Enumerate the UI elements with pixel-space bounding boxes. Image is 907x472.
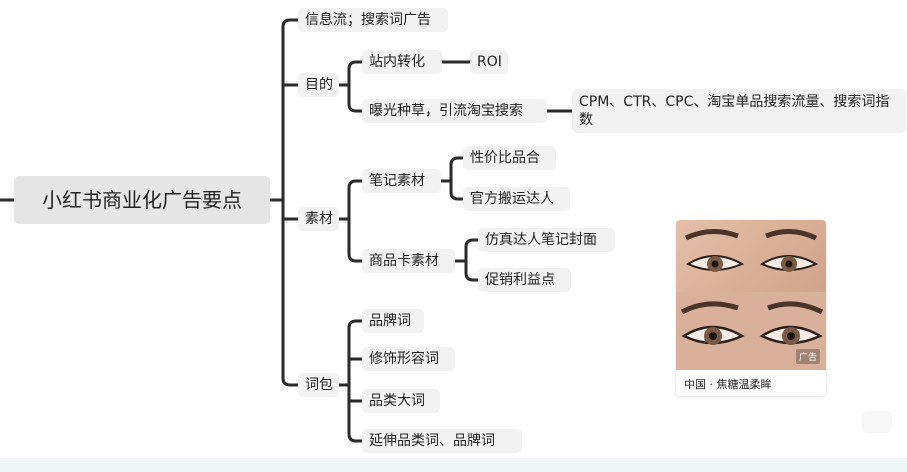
eye-makeup-photo [676, 220, 826, 370]
node-roi[interactable]: ROI [470, 50, 508, 74]
node-note-material[interactable]: 笔记素材 [362, 169, 441, 193]
bottom-strip [0, 458, 907, 472]
node-brand-words[interactable]: 品牌词 [362, 309, 424, 333]
node-exposure-metrics[interactable]: CPM、CTR、CPC、淘宝单品搜索流量、搜索词指数 [572, 89, 906, 133]
node-imitation-note-cover[interactable]: 仿真达人笔记封面 [478, 228, 615, 252]
root-node[interactable]: 小红书商业化广告要点 [14, 176, 270, 224]
node-onsite-conversion[interactable]: 站内转化 [362, 50, 442, 74]
node-extended-category-brand[interactable]: 延伸品类词、品牌词 [362, 429, 522, 453]
node-official-repost[interactable]: 官方搬运达人 [463, 187, 570, 211]
node-modifier-adjectives[interactable]: 修饰形容词 [362, 347, 455, 371]
node-category-words[interactable]: 品类大词 [362, 389, 440, 413]
ad-badge: 广告 [795, 349, 820, 364]
node-goal[interactable]: 目的 [298, 73, 339, 97]
node-product-card-material[interactable]: 商品卡素材 [362, 249, 455, 273]
faded-button [862, 411, 892, 433]
ad-preview-card[interactable]: 广告 中国 · 焦糖温柔眸 [676, 220, 826, 396]
node-keyword-pack[interactable]: 词包 [298, 373, 339, 397]
node-promo-benefit[interactable]: 促销利益点 [478, 268, 571, 292]
node-value-collab[interactable]: 性价比品合 [463, 146, 556, 170]
node-exposure-seeding[interactable]: 曝光种草，引流淘宝搜索 [362, 99, 547, 123]
ad-caption[interactable]: 中国 · 焦糖温柔眸 [684, 378, 772, 391]
node-ad-types[interactable]: 信息流；搜索词广告 [298, 8, 448, 32]
node-material[interactable]: 素材 [298, 207, 339, 231]
